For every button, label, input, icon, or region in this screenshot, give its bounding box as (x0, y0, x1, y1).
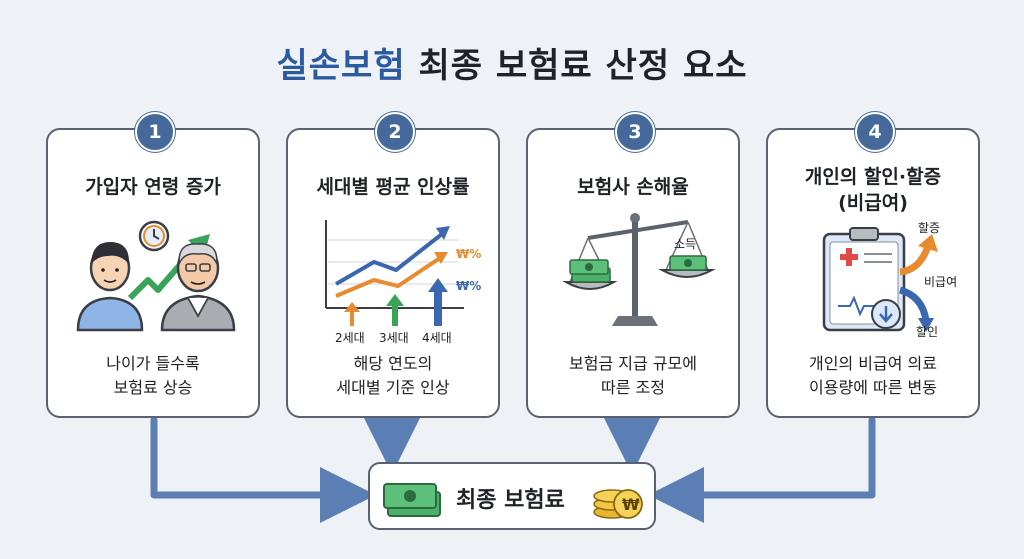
desc-line-2: 이용량에 따른 변동 (809, 378, 937, 397)
coin-stack-icon: ₩ (593, 489, 643, 519)
desc-line-2: 세대별 기준 인상 (336, 378, 450, 397)
badge-4: 4 (855, 112, 895, 152)
discount-label: 할인 (916, 325, 938, 339)
card-subtitle: (비급여) (838, 192, 908, 214)
gen3-label: 3세대 (379, 331, 409, 345)
badge-3: 3 (615, 112, 655, 152)
title-rest: 최종 보험료 산정 요소 (418, 46, 748, 86)
card-title: 세대별 평균 인상률 (316, 176, 470, 198)
money-stack-left-icon (569, 259, 611, 283)
age-illustration (76, 220, 236, 332)
young-person-icon (76, 242, 144, 332)
card-generation: 세대별 평균 인상률 ₩% ₩% 2세대 3세대 4세대 해당 연도의 세대별 … (286, 128, 500, 418)
desc-line-1: 보험금 지급 규모에 (569, 354, 697, 373)
coin-symbol: ₩ (622, 495, 640, 514)
clock-icon (138, 220, 170, 252)
gen2-arrow-icon (344, 302, 360, 326)
card-title: 보험사 손해율 (577, 176, 689, 198)
down-arrow-circle-icon (871, 299, 901, 329)
money-bills-icon (383, 483, 441, 517)
card-description: 나이가 들수록 보험료 상승 (48, 352, 258, 400)
blue-trend-line (334, 232, 444, 286)
title-highlight: 실손보험 (276, 46, 406, 86)
desc-line-2: 보험료 상승 (113, 378, 193, 397)
card-title: 개인의 할인·할증 (804, 166, 942, 188)
pct-bottom-label: ₩% (456, 279, 481, 293)
card-discount-surcharge: 개인의 할인·할증 (비급여) 할증 비급여 할인 개인의 비급여 의료 이용량… (766, 128, 980, 418)
pct-top-label: ₩% (456, 247, 481, 261)
generation-chart-illustration: ₩% ₩% 2세대 3세대 4세대 (325, 220, 481, 345)
gen4-arrow-icon (428, 278, 448, 326)
noncovered-label: 비급여 (924, 275, 957, 289)
desc-line-2: 따른 조정 (601, 378, 665, 397)
badge-2: 2 (375, 112, 415, 152)
discount-arrow-icon (898, 286, 930, 321)
balance-scale-icon (562, 213, 716, 326)
badge-1: 1 (135, 112, 175, 152)
scale-label: 소득 (674, 237, 696, 251)
surcharge-label: 할증 (918, 221, 940, 235)
gen3-arrow-icon (386, 294, 404, 326)
elderly-person-icon (160, 243, 236, 332)
money-stack-right-icon (669, 255, 707, 271)
page-title: 실손보험 최종 보험료 산정 요소 (0, 38, 1024, 87)
connector-1 (150, 416, 376, 523)
desc-line-1: 나이가 들수록 (106, 354, 200, 373)
orange-trend-line (335, 256, 442, 298)
surcharge-arrow-icon (899, 244, 932, 276)
gen2-label: 2세대 (335, 331, 365, 345)
final-premium-label: 최종 보험료 (456, 488, 565, 513)
card-description: 개인의 비급여 의료 이용량에 따른 변동 (768, 352, 978, 400)
clipboard-illustration: 할증 비급여 할인 (822, 221, 957, 339)
card-age: 가입자 연령 증가 나이가 들수록 (46, 128, 260, 418)
card-description: 보험금 지급 규모에 따른 조정 (528, 352, 738, 400)
final-premium-box: 최종 보험료 ₩ (368, 462, 656, 530)
card-description: 해당 연도의 세대별 기준 인상 (288, 352, 498, 400)
card-loss-ratio: 보험사 손해율 소득 보험금 지급 규모에 따른 조정 (526, 128, 740, 418)
connector-4 (648, 416, 876, 523)
card-title: 가입자 연령 증가 (85, 176, 221, 198)
scale-illustration: 소득 (562, 213, 716, 326)
desc-line-1: 개인의 비급여 의료 (809, 354, 937, 373)
desc-line-1: 해당 연도의 (353, 354, 433, 373)
gen4-label: 4세대 (422, 331, 452, 345)
